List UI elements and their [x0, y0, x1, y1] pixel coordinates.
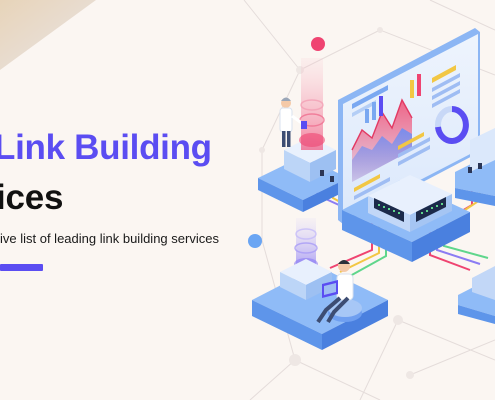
server-icon [342, 175, 470, 262]
page-title: Link Building [0, 128, 212, 167]
scientist-icon [279, 97, 307, 147]
blue-node-icon [248, 234, 262, 248]
pink-light-beam [299, 37, 325, 150]
network-nodes [259, 27, 414, 379]
platform-lower-left [252, 259, 388, 350]
platform-right-lower [458, 266, 495, 324]
network-background [243, 0, 495, 400]
platform-right-upper [455, 128, 495, 206]
page-subtitle: ive list of leading link building servic… [0, 231, 219, 246]
page-title-continued: ices [0, 178, 64, 217]
accent-divider [0, 264, 43, 271]
corner-decoration [0, 0, 96, 70]
monitor-chart-icon [338, 28, 480, 224]
person-laptop-icon [316, 260, 354, 324]
platform-connectors [320, 163, 482, 182]
pink-node-icon [311, 37, 325, 51]
